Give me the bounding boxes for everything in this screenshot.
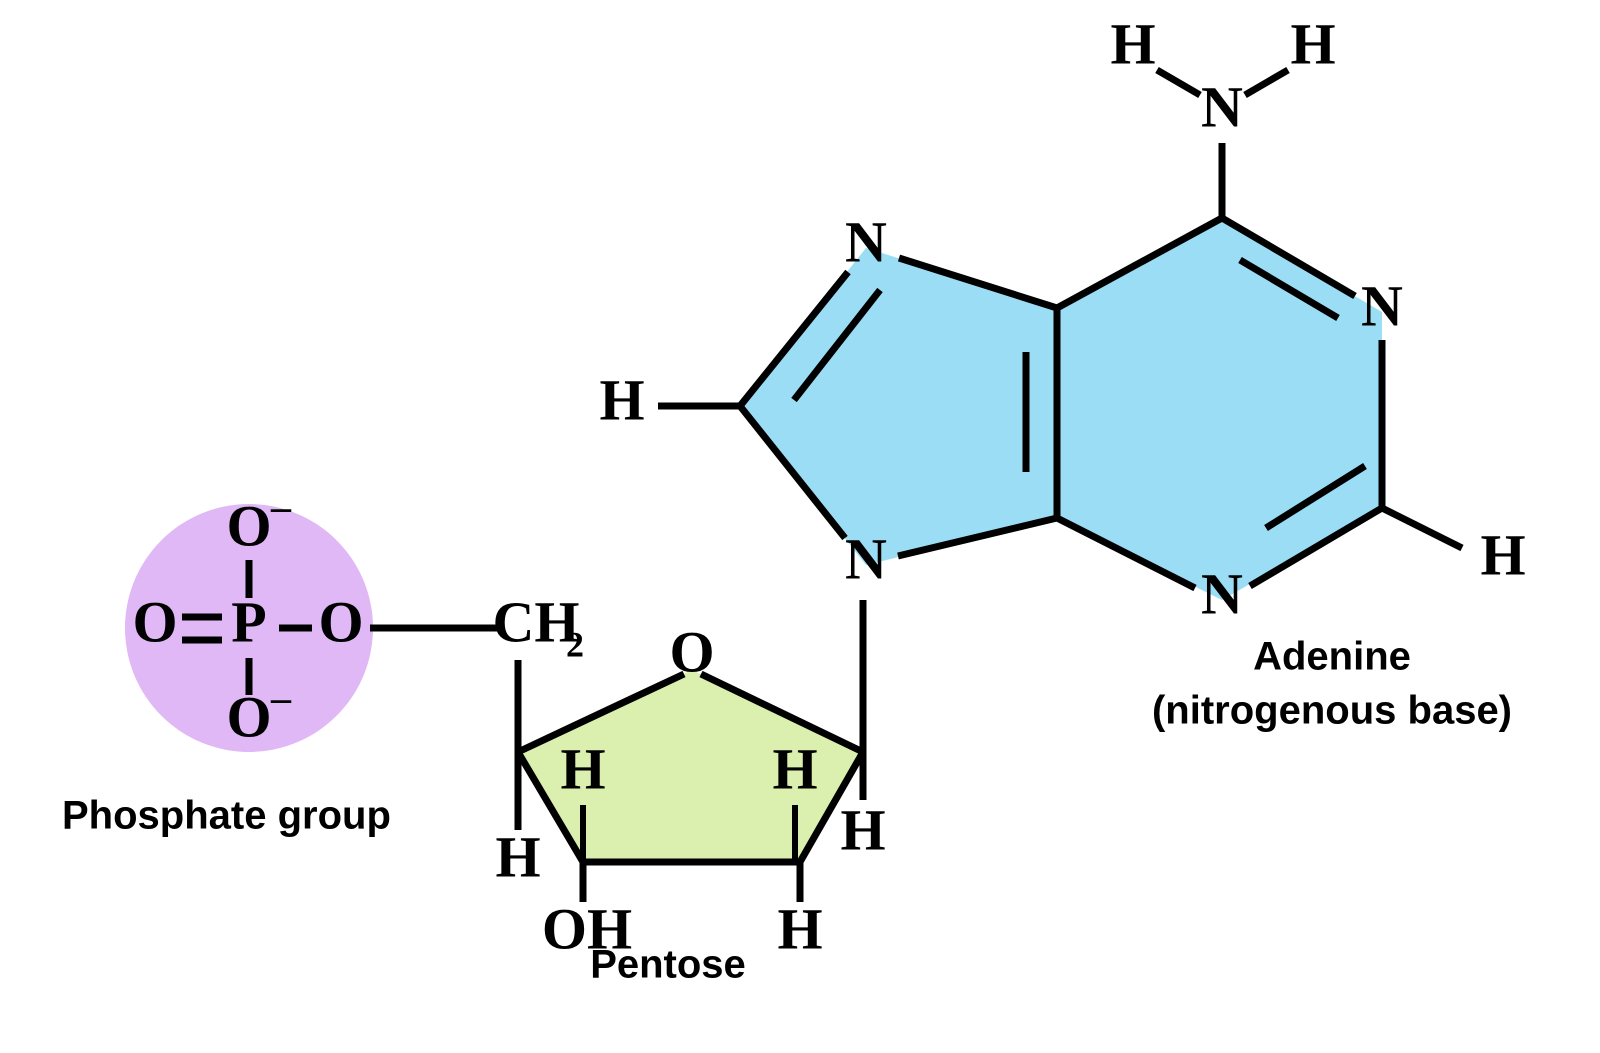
- bond-adenine-c4-c6: [1055, 214, 1224, 312]
- phosphate-bottom-oxygen-label: O: [226, 684, 271, 749]
- bond-sugar-c3-to-c5: [514, 750, 587, 864]
- phosphate-bottom-oxygen-charge: –: [270, 675, 292, 720]
- adenine-sublabel: (nitrogenous base): [1152, 689, 1512, 733]
- phosphate-top-oxygen-charge: –: [270, 484, 292, 529]
- bond-adenine-c2-n3: [1248, 504, 1384, 590]
- phosphate-group: O – P O O O –: [125, 484, 500, 752]
- bond-adenine-n3-c5: [1055, 514, 1197, 592]
- pentose-ring-oxygen-label: O: [669, 619, 714, 684]
- adenine-h-c8-label: H: [599, 367, 644, 432]
- adenine-h-c2-label: H: [1480, 522, 1525, 587]
- phosphate-left-oxygen-label: O: [132, 589, 177, 654]
- pentose-sugar: O H H H H OH H: [495, 619, 885, 961]
- pentose-h-left-exocyclic-label: H: [495, 824, 540, 889]
- bond-adenine-c2-to-h: [1380, 504, 1464, 552]
- adenine-imidazole-ring-fill: [740, 248, 1057, 565]
- bond-amino-n-to-h-left: [1155, 66, 1202, 99]
- pentose-h-bottom-right-label: H: [777, 896, 822, 961]
- adenine-n9-label: N: [845, 526, 887, 591]
- bond-sugar-o-to-c1: [699, 670, 865, 756]
- ch2-carbon-label: CH: [493, 589, 580, 654]
- pentose-label: Pentose: [590, 943, 746, 987]
- adenine-n3-label: N: [1201, 561, 1243, 626]
- pentose-h-right-exocyclic-label: H: [840, 797, 885, 862]
- phosphorus-atom-label: P: [231, 589, 266, 654]
- bond-adenine-n7-c8-double-inner: [791, 287, 883, 403]
- adenine-amino-nitrogen-label: N: [1201, 74, 1243, 139]
- adenine-n1-label: N: [1361, 273, 1403, 338]
- phosphate-highlight-circle: [125, 504, 373, 752]
- adenine-label: Adenine: [1253, 635, 1411, 679]
- bond-sugar-c5-to-o: [516, 670, 686, 756]
- pentose-hydroxyl-label: OH: [542, 896, 632, 961]
- bond-adenine-c2-n3-double-inner: [1264, 463, 1367, 531]
- phosphate-right-oxygen-label: O: [318, 589, 363, 654]
- bond-adenine-n9-c5: [897, 514, 1058, 560]
- pentose-h-upper-right-label: H: [772, 736, 817, 801]
- bond-sugar-c1-to-c2: [796, 750, 867, 864]
- adenine-base: N H H H H N N N N: [599, 11, 1525, 626]
- bond-adenine-c8-n9: [737, 403, 848, 541]
- bond-amino-n-to-h-right: [1243, 66, 1290, 99]
- phosphate-top-oxygen-label: O: [226, 493, 271, 558]
- ch2-linker: CH 2: [493, 589, 584, 830]
- pentose-ring-fill: [518, 670, 863, 862]
- adenine-n7-label: N: [845, 209, 887, 274]
- bond-adenine-n7-c8: [737, 269, 851, 409]
- bond-adenine-c4-n7: [897, 254, 1059, 312]
- bond-adenine-c6-n1: [1220, 214, 1357, 300]
- pentose-h-upper-left-label: H: [560, 736, 605, 801]
- adenine-amino-h-right-label: H: [1290, 11, 1335, 76]
- adenine-amino-h-left-label: H: [1110, 11, 1155, 76]
- phosphate-group-label: Phosphate group: [62, 794, 391, 838]
- ch2-subscript-label: 2: [566, 624, 584, 664]
- bond-adenine-c6-n1-double-inner: [1238, 256, 1340, 322]
